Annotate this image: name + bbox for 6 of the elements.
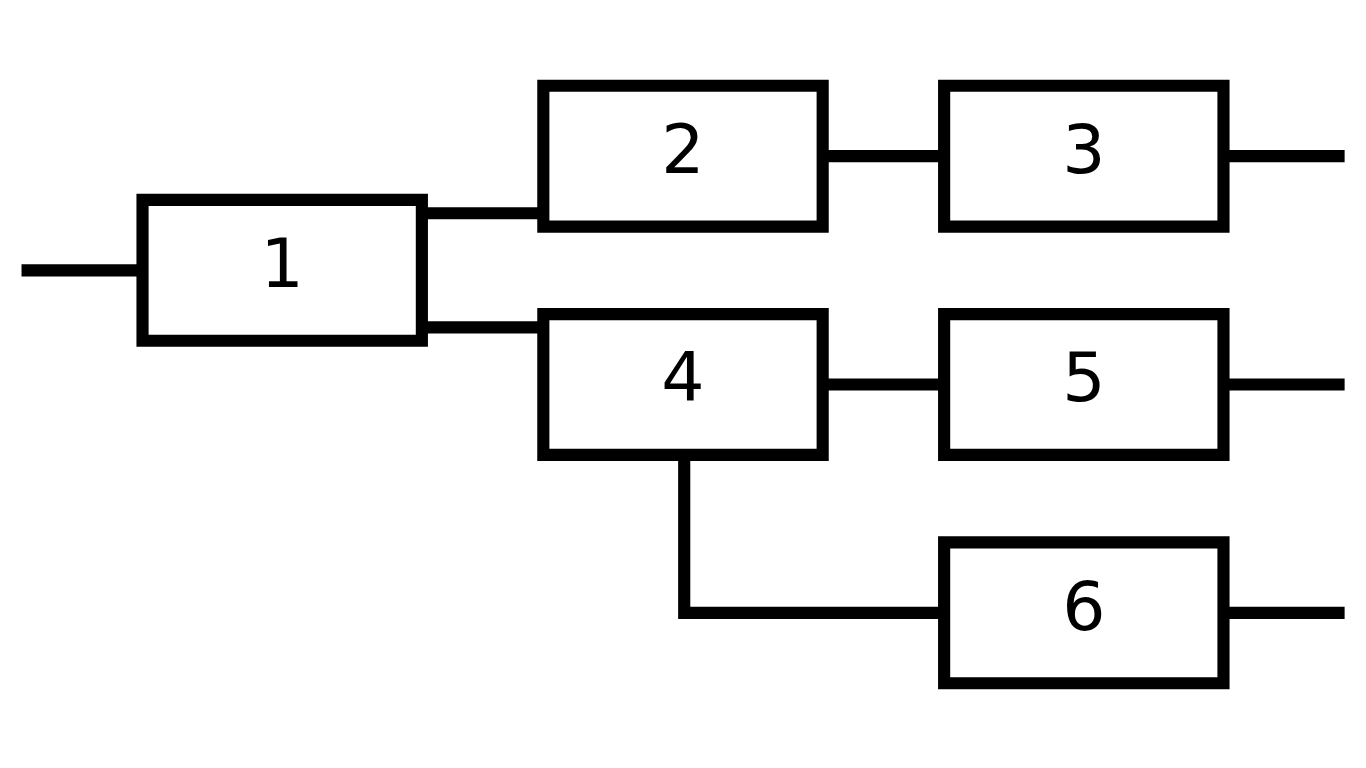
node-box: 3: [938, 79, 1230, 233]
node-box: 2: [537, 79, 829, 233]
node-box: 5: [938, 307, 1230, 461]
node-box: 1: [136, 193, 428, 347]
node-box: 6: [938, 535, 1230, 689]
node-box: 4: [537, 307, 829, 461]
